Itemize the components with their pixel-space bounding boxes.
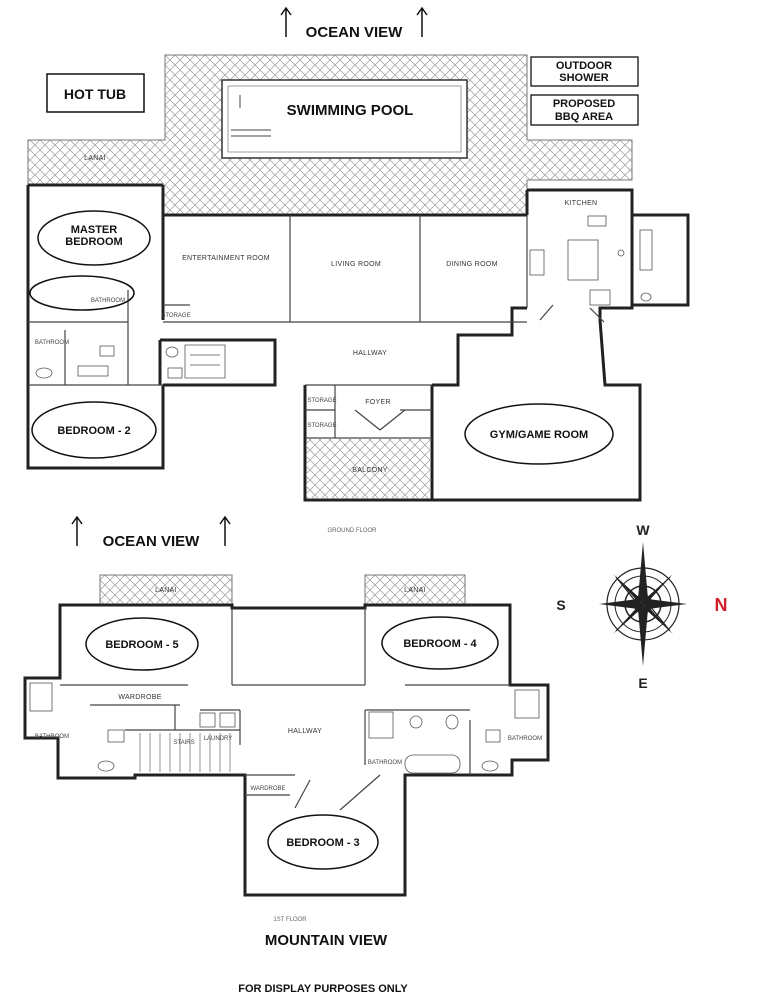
bbq-area-box: PROPOSED BBQ AREA [530, 94, 639, 126]
storage-label-2: STORAGE [307, 423, 336, 429]
lanai-right [364, 574, 466, 606]
arrow-up-icon [416, 6, 428, 37]
bathroom-label: BATHROOM [35, 340, 69, 346]
ocean-view-middle-label: OCEAN VIEW [103, 533, 201, 550]
master-bedroom-label-line1: MASTER [71, 224, 118, 236]
ground-bathroom-fixtures [35, 344, 226, 379]
pool-inner-line [227, 85, 462, 153]
master-bedroom-label-line2: BEDROOM [65, 236, 122, 248]
arrow-up-icon [280, 6, 292, 37]
ground-floor-partitions [28, 215, 605, 439]
arrow-up-icon [219, 515, 231, 546]
swimming-pool-label: SWIMMING POOL [287, 102, 414, 119]
balcony-label: BALCONY [352, 467, 388, 474]
outdoor-shower-label-line1: OUTDOOR [556, 60, 612, 72]
hallway-label-first: HALLWAY [288, 728, 322, 735]
ground-floor-walls [26, 183, 690, 502]
ground-floor-plan: SWIMMING POOL LANAI KITCHEN ENTERTAINMEN… [26, 54, 690, 534]
bedroom-3-label: BEDROOM - 3 [286, 837, 359, 849]
storage-label: STORAGE [307, 398, 336, 404]
living-room-label: LIVING ROOM [331, 261, 381, 268]
bathroom-label-2: BATHROOM [91, 298, 125, 304]
outdoor-shower-label-line2: SHOWER [559, 72, 609, 84]
hot-tub-label: HOT TUB [64, 86, 126, 102]
lanai-right-label: LANAI [404, 587, 426, 594]
bedroom-4-label: BEDROOM - 4 [403, 638, 477, 650]
first-floor-plan: LANAI LANAI BEDROOM - 5 BEDROOM - 4 BEDR… [23, 574, 550, 923]
compass-west: W [636, 522, 650, 538]
compass-north: N [715, 595, 728, 615]
ocean-view-middle: OCEAN VIEW [71, 515, 231, 550]
bedroom-2-highlight [31, 401, 157, 459]
bbq-label-line1: PROPOSED [553, 98, 615, 110]
stairs-label: STAIRS [173, 740, 194, 746]
balcony [306, 438, 431, 499]
first-floor-fixtures [29, 682, 540, 774]
compass-rose [599, 542, 687, 666]
bedroom-4-highlight [381, 616, 499, 670]
bathroom-label-first-right: BATHROOM [508, 736, 542, 742]
compass-south: S [556, 597, 565, 613]
mountain-view-label: MOUNTAIN VIEW [265, 932, 388, 949]
bedroom-3-highlight [267, 814, 379, 870]
hot-tub-box: HOT TUB [46, 73, 145, 113]
lanai-label: LANAI [84, 155, 106, 162]
ocean-view-top: OCEAN VIEW [280, 6, 428, 41]
outdoor-shower-box: OUTDOOR SHOWER [530, 56, 639, 87]
ground-floor-caption: GROUND FLOOR [327, 528, 377, 534]
bbq-label-line2: BBQ AREA [555, 111, 613, 123]
lanai-left [99, 574, 233, 606]
wardrobe-label-2: WARDROBE [250, 786, 285, 792]
first-floor-walls [23, 603, 550, 897]
lanai-left-label: LANAI [155, 587, 177, 594]
gym-game-room-label: GYM/GAME ROOM [490, 429, 588, 441]
disclaimer-label: FOR DISPLAY PURPOSES ONLY [238, 983, 408, 995]
ocean-view-top-label: OCEAN VIEW [306, 24, 404, 41]
bathroom-highlight [29, 275, 135, 311]
hallway-label: HALLWAY [353, 350, 387, 357]
compass-east: E [638, 675, 647, 691]
bathroom-label-first-left: BATHROOM [35, 734, 69, 740]
first-floor-caption: 1ST FLOOR [273, 917, 307, 923]
stairs-treads [139, 733, 231, 772]
wardrobe-label: WARDROBE [118, 694, 161, 701]
bedroom-5-label: BEDROOM - 5 [105, 639, 178, 651]
storage-label-3: STORAGE [161, 313, 190, 319]
dining-room-label: DINING ROOM [446, 261, 498, 268]
foyer-label: FOYER [365, 399, 391, 406]
laundry-label: LAUNDRY [204, 736, 233, 742]
gym-highlight [464, 403, 614, 465]
arrow-up-icon [71, 515, 83, 546]
kitchen-label: KITCHEN [565, 200, 598, 207]
first-floor-partitions [60, 608, 510, 811]
master-bedroom-highlight [37, 210, 151, 266]
entertainment-room-label: ENTERTAINMENT ROOM [182, 255, 270, 262]
bedroom-2-label: BEDROOM - 2 [57, 425, 130, 437]
bedroom-5-highlight [85, 617, 199, 671]
swimming-pool [221, 79, 468, 159]
kitchen-fixtures [529, 215, 653, 306]
bathroom-label-first-mid: BATHROOM [368, 760, 402, 766]
